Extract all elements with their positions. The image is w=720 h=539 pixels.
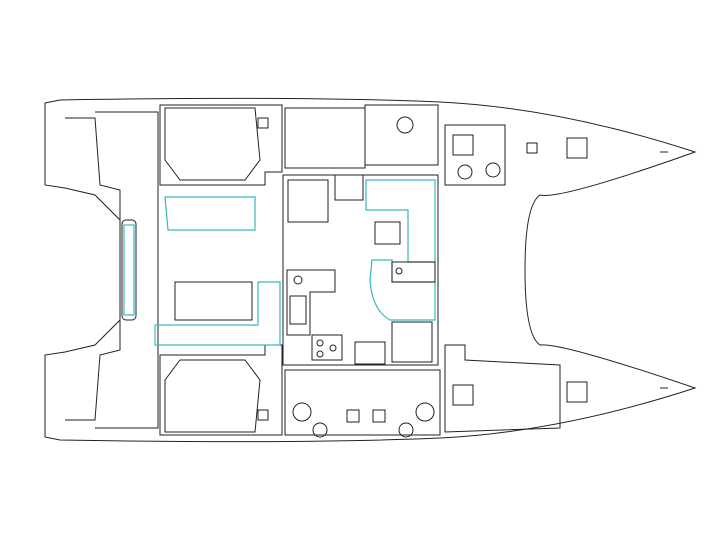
hatch (566, 137, 588, 159)
saloon-dinette (369, 259, 436, 321)
nav-station (391, 321, 433, 363)
porthole (526, 142, 538, 154)
galley-bowl (293, 275, 303, 285)
starboard-forward-cabin (444, 344, 561, 433)
cockpit-hatch (121, 219, 137, 321)
hatch (452, 384, 474, 406)
fridge (391, 261, 436, 283)
aft-cabin-port (159, 104, 283, 186)
berth-port (164, 107, 261, 181)
toilet-icon (396, 116, 414, 134)
porthole-starboard (257, 409, 269, 421)
sink-icon (398, 422, 414, 438)
sink-icon (312, 422, 328, 438)
shower-tray (372, 409, 386, 423)
burner (316, 350, 324, 358)
porthole-port (257, 117, 269, 129)
galley-sink (289, 295, 307, 325)
burner (329, 344, 337, 352)
saloon-cabinet (287, 179, 329, 223)
toilet-icon (415, 402, 435, 422)
sink-icon (485, 162, 501, 178)
transom-left (65, 117, 121, 421)
shower-tray (346, 409, 360, 423)
hull-outline (44, 97, 697, 443)
companionway-steps (334, 174, 364, 201)
cockpit-bench-port (164, 196, 256, 231)
stove-icon (311, 334, 343, 361)
cockpit-bench-starboard (154, 281, 281, 346)
galley-counter (286, 269, 336, 336)
sink-icon (395, 267, 403, 275)
aft-cabin-starboard (159, 344, 283, 436)
sink-icon (457, 164, 473, 180)
hatch (452, 134, 474, 156)
port-corridor (284, 107, 366, 169)
saloon-table (374, 221, 401, 245)
toilet-icon (292, 402, 312, 422)
port-head (364, 104, 439, 166)
berth-starboard (164, 359, 261, 433)
cockpit-table (174, 281, 253, 321)
hatch (566, 381, 588, 403)
burner (316, 339, 324, 347)
starboard-heads (284, 369, 441, 436)
cockpit-border (95, 111, 159, 429)
port-forward-cabin (444, 124, 506, 186)
steps-starboard (354, 341, 386, 365)
cockpit-cushion (123, 224, 135, 316)
saloon-settee (365, 179, 436, 263)
